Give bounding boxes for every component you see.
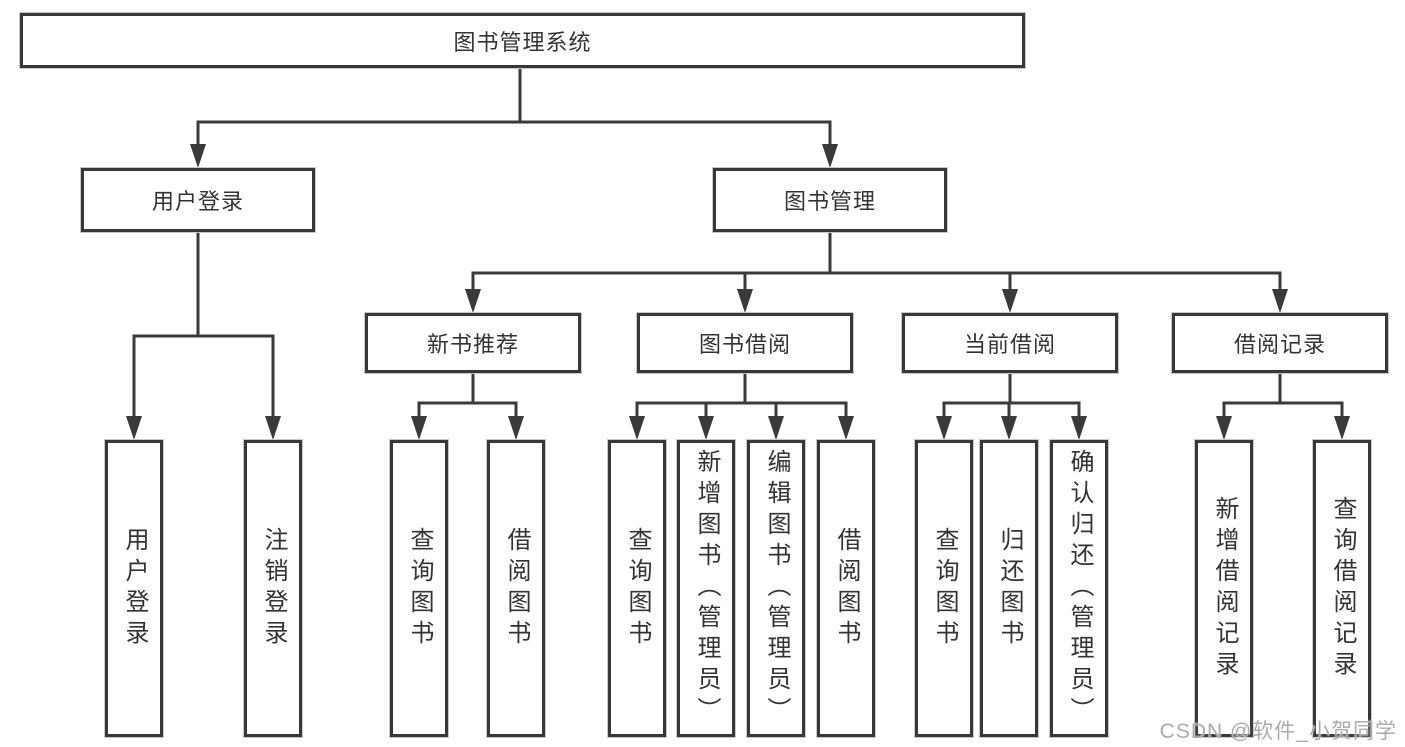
arrow-icon [629, 416, 645, 440]
arrow-icon [1334, 416, 1350, 440]
arrow-icon [265, 416, 281, 440]
arrow-icon [698, 416, 714, 440]
node-new-book-recommend: 新书推荐 [365, 313, 581, 373]
connector-mgmt-to-level3 [471, 230, 1282, 297]
node-book-management: 图书管理 [713, 168, 947, 232]
node-book-management-label: 图书管理 [783, 189, 876, 214]
leaf-add-book-admin-label: 新增图书（管理员） [693, 449, 720, 728]
arrow-icon [1002, 289, 1018, 313]
arrow-icon [838, 416, 854, 440]
leaf-confirm-return-admin-label: 确认归还（管理员） [1066, 449, 1093, 728]
node-book-borrow: 图书借阅 [637, 313, 853, 373]
connector-level3-to-leaves [417, 401, 1344, 424]
leaf-query-book-borrow-label: 查询图书 [624, 526, 651, 651]
leaf-add-book-admin: 新增图书（管理员） [677, 440, 735, 737]
leaf-user-login: 用户登录 [105, 440, 163, 737]
leaf-borrow-book-recommend-label: 借阅图书 [503, 526, 530, 651]
node-user-login-group-label: 用户登录 [151, 189, 244, 214]
leaf-return-book: 归还图书 [980, 440, 1038, 737]
leaf-borrow-book-recommend: 借阅图书 [487, 440, 545, 737]
connector-level3-stubs [471, 371, 1282, 405]
node-borrow-records: 借阅记录 [1172, 313, 1388, 373]
leaf-logout: 注销登录 [244, 440, 302, 737]
leaf-return-book-label: 归还图书 [996, 526, 1023, 651]
arrow-icon [936, 416, 952, 440]
leaf-query-borrow-record-label: 查询借阅记录 [1329, 495, 1356, 682]
arrow-icon [1272, 289, 1288, 313]
leaf-confirm-return-admin: 确认归还（管理员） [1050, 440, 1108, 737]
leaf-query-book-recommend-label: 查询图书 [406, 526, 433, 651]
arrow-icon [822, 144, 838, 168]
arrow-icon [465, 289, 481, 313]
leaf-logout-label: 注销登录 [260, 526, 287, 651]
leaf-query-borrow-record: 查询借阅记录 [1313, 440, 1371, 737]
node-current-borrow-label: 当前借阅 [963, 332, 1056, 357]
leaf-add-borrow-record: 新增借阅记录 [1195, 440, 1253, 737]
node-root-label: 图书管理系统 [453, 29, 592, 55]
leaf-user-login-label: 用户登录 [121, 526, 148, 651]
node-user-login-group: 用户登录 [81, 168, 315, 232]
leaf-query-book-recommend: 查询图书 [390, 440, 448, 737]
node-borrow-records-label: 借阅记录 [1233, 332, 1326, 357]
leaf-borrow-book: 借阅图书 [817, 440, 875, 737]
leaf-borrow-book-label: 借阅图书 [833, 526, 860, 651]
node-current-borrow: 当前借阅 [902, 313, 1118, 373]
leaf-add-borrow-record-label: 新增借阅记录 [1211, 495, 1238, 682]
node-new-book-recommend-label: 新书推荐 [426, 332, 519, 357]
node-root: 图书管理系统 [20, 13, 1025, 68]
arrowheads [126, 144, 1350, 440]
arrow-icon [190, 144, 206, 168]
arrow-icon [1071, 416, 1087, 440]
arrow-icon [126, 416, 142, 440]
leaf-edit-book-admin-label: 编辑图书（管理员） [763, 449, 790, 728]
arrow-icon [1001, 416, 1017, 440]
arrow-icon [1216, 416, 1232, 440]
arrow-icon [411, 416, 427, 440]
leaf-query-book-current-label: 查询图书 [931, 526, 958, 651]
node-book-borrow-label: 图书借阅 [698, 332, 791, 357]
connector-login-to-leaves [132, 230, 275, 424]
connector-root-to-level2 [196, 66, 832, 152]
leaf-query-book-borrow: 查询图书 [608, 440, 666, 737]
leaf-query-book-current: 查询图书 [915, 440, 973, 737]
arrow-icon [768, 416, 784, 440]
leaf-edit-book-admin: 编辑图书（管理员） [747, 440, 805, 737]
arrow-icon [508, 416, 524, 440]
arrow-icon [737, 289, 753, 313]
csdn-watermark: CSDN @软件_小贺同学 [1159, 720, 1397, 743]
